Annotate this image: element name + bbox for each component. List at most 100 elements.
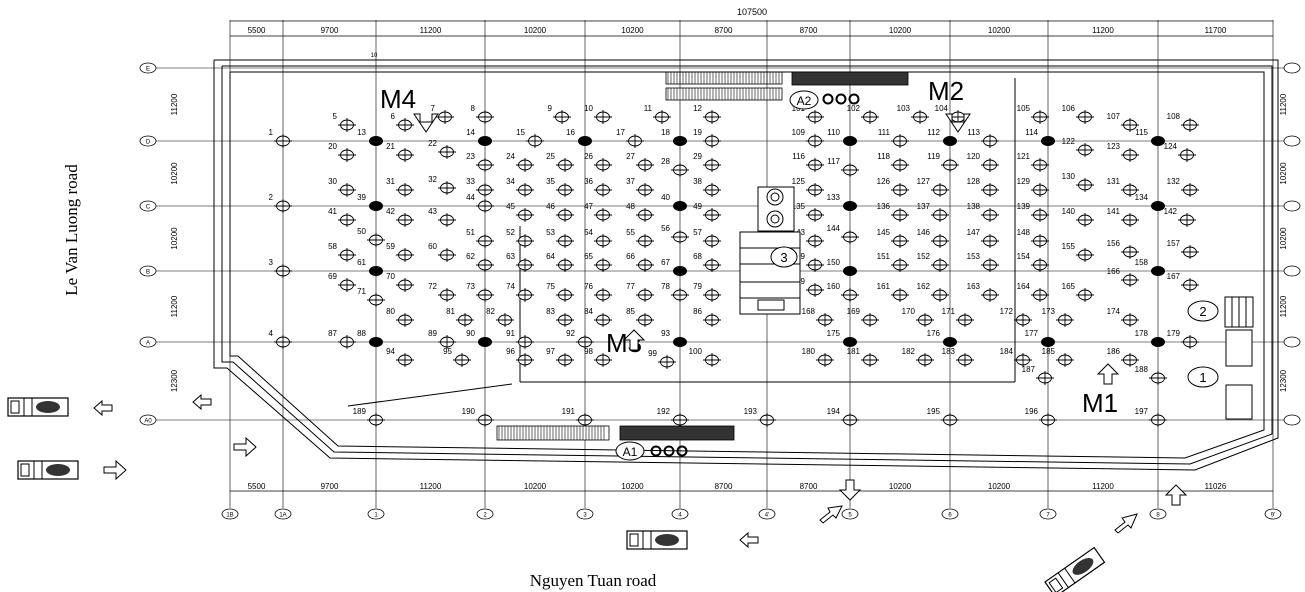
column-point-label: 107 — [1107, 112, 1121, 121]
column-axis-bubble: 3 — [576, 508, 594, 520]
column-point-label: 56 — [661, 224, 670, 233]
column-point: 49 — [693, 202, 721, 222]
column-point: 194 — [827, 407, 859, 427]
column-point: 155 — [1062, 242, 1094, 262]
column-point-label: 9 — [548, 104, 553, 113]
column-point-label: 12 — [693, 104, 702, 113]
column-point-label: 40 — [661, 193, 670, 202]
column-point: 10 — [584, 104, 612, 124]
column-point-label: 1 — [269, 128, 274, 137]
column-point: 93 — [661, 329, 687, 347]
column-point-label: 85 — [626, 307, 635, 316]
column-point: 139 — [1017, 202, 1049, 222]
column-point: 167 — [1167, 272, 1199, 292]
column-point-label: 48 — [626, 202, 635, 211]
column-point: 66 — [626, 252, 654, 272]
column-point-label: 151 — [877, 252, 891, 261]
column-point: 39 — [357, 193, 383, 211]
row-axis-bubble — [1283, 336, 1301, 348]
column-point-label: 169 — [847, 307, 861, 316]
column-point-label: 135 — [792, 202, 806, 211]
column-point: 103 — [897, 104, 929, 124]
column-point: 20 — [328, 142, 356, 162]
column-point: 176 — [927, 329, 957, 347]
central-equipment — [739, 186, 801, 315]
column-point: 95 — [443, 347, 471, 367]
column-point-label: 98 — [584, 347, 593, 356]
column-point: 152 — [917, 252, 949, 272]
bottom-span-label: 11200 — [1092, 482, 1114, 491]
row-axis-label: D — [146, 140, 151, 146]
column-point-label: 161 — [877, 282, 891, 291]
column-point-label: 166 — [1107, 267, 1121, 276]
column-point-label: 178 — [1135, 329, 1149, 338]
column-point-label: 63 — [506, 252, 515, 261]
column-point-label: 25 — [546, 152, 555, 161]
column-point: 65 — [584, 252, 612, 272]
column-point-label: 3 — [269, 258, 274, 267]
column-point: 30 — [328, 177, 356, 197]
column-point-label: 165 — [1062, 282, 1076, 291]
column-point: 129 — [1017, 177, 1049, 197]
left-span-label: 10200 — [170, 227, 179, 250]
column-point: 169 — [847, 307, 879, 327]
column-point: 172 — [1000, 307, 1032, 327]
road-bottom-label: Nguyen Tuan road — [530, 571, 657, 590]
column-point-label: 171 — [942, 307, 956, 316]
column-point-label: 118 — [877, 152, 890, 161]
column-point: 148 — [1017, 228, 1049, 248]
column-point-label: 47 — [584, 202, 593, 211]
column-point-label: 50 — [357, 227, 366, 236]
column-point: 3 — [269, 258, 292, 278]
column-point: 177 — [1025, 329, 1055, 347]
column-point: 32 — [428, 175, 456, 195]
column-point-label: 58 — [328, 242, 337, 251]
column-point: 110 — [827, 128, 857, 146]
column-point: 173 — [1042, 307, 1074, 327]
column-point-label: 133 — [827, 193, 841, 202]
column-point: 12 — [693, 104, 721, 124]
column-point-label: 17 — [616, 128, 625, 137]
column-point-label: 190 — [462, 407, 476, 416]
column-point: 108 — [1167, 112, 1199, 132]
column-point: 74 — [506, 282, 534, 302]
column-axis-label: 2 — [483, 513, 487, 519]
column-point: 21 — [386, 142, 414, 162]
column-point: 79 — [693, 282, 721, 302]
column-point-label: 78 — [661, 282, 670, 291]
column-point: 78 — [661, 282, 689, 302]
column-point-label: 130 — [1062, 172, 1076, 181]
column-point: 31 — [386, 177, 414, 197]
equipment-3-label: 3 — [780, 250, 787, 265]
column-point-label: 14 — [466, 128, 475, 137]
column-point: 184 — [1000, 347, 1032, 367]
right-span-label: 10200 — [1279, 162, 1288, 185]
row-axis-label: B — [146, 270, 150, 276]
column-point: 22 — [428, 139, 456, 159]
column-point-label: 87 — [328, 329, 337, 338]
column-point: 84 — [584, 307, 612, 327]
column-point-label: 127 — [917, 177, 931, 186]
top-span-label: 8700 — [715, 26, 733, 35]
column-point-label: 99 — [648, 349, 657, 358]
column-point: 7 — [431, 104, 454, 124]
column-point-label: 195 — [927, 407, 941, 416]
column-point: 157 — [1167, 239, 1199, 259]
column-point-label: 105 — [1017, 104, 1031, 113]
column-point: 115 — [1135, 128, 1165, 146]
column-point-label: 122 — [1062, 137, 1076, 146]
column-point-label: 185 — [1042, 347, 1056, 356]
column-point-label: 160 — [827, 282, 841, 291]
column-point-label: 36 — [584, 177, 593, 186]
column-point: 72 — [428, 282, 456, 302]
column-point-label: 124 — [1164, 142, 1178, 151]
column-point-label: 176 — [927, 329, 941, 338]
column-point: 178 — [1135, 329, 1165, 347]
column-point: 28 — [661, 157, 689, 177]
column-point-label: 131 — [1107, 177, 1121, 186]
column-point-label: 28 — [661, 157, 670, 166]
tank-a1-label: A1 — [623, 445, 638, 459]
column-point-label: 182 — [902, 347, 916, 356]
row-axis-bubble — [1283, 265, 1301, 277]
column-point: 171 — [942, 307, 974, 327]
